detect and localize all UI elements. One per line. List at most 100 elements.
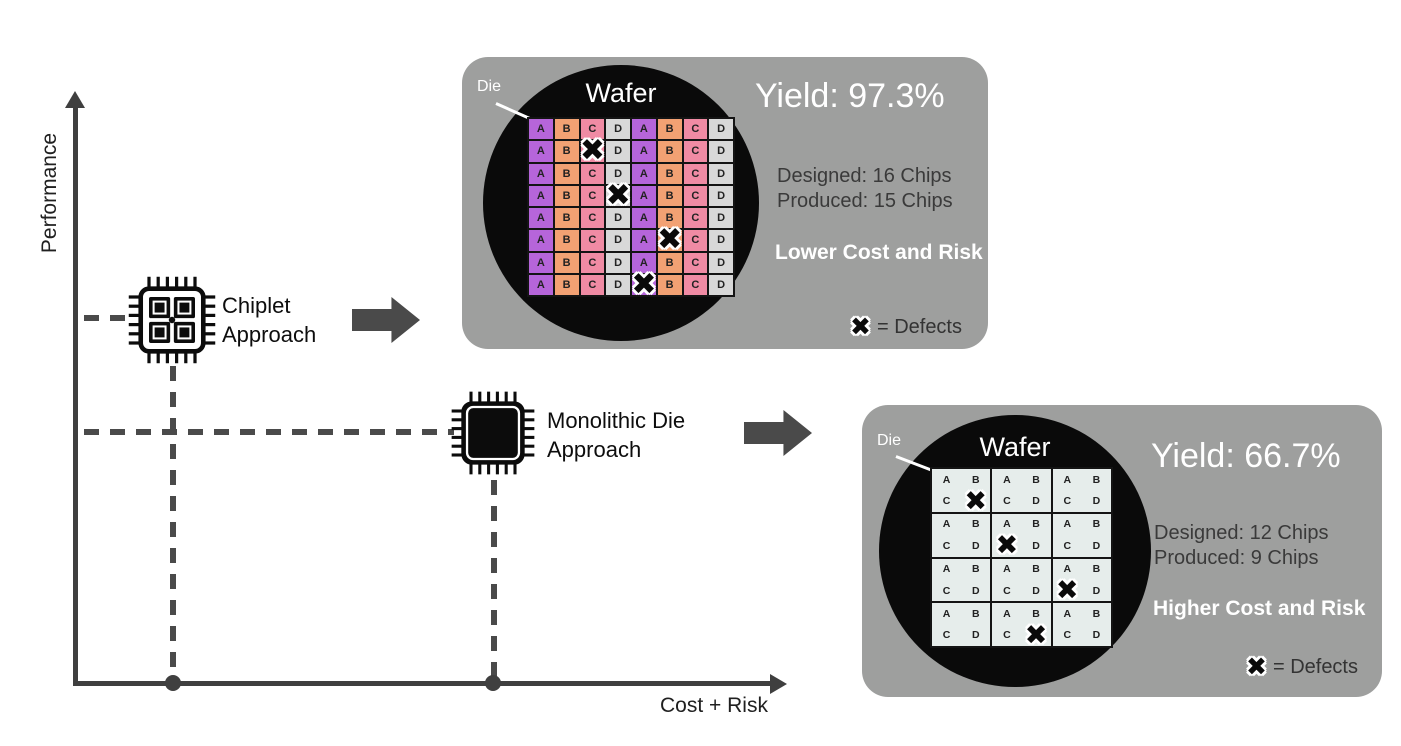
die-letter: B — [665, 278, 674, 291]
chip-quadrant-label: B — [1032, 563, 1040, 576]
die-cell: A — [528, 162, 554, 185]
chip-quadrant-label: A — [1003, 607, 1011, 620]
die-cell: B — [553, 140, 580, 163]
die-letter: C — [691, 234, 700, 247]
chip-quadrant-label: A — [1003, 473, 1011, 486]
die-letter: B — [665, 212, 674, 225]
chiplet-produced-text: Produced: 15 Chips — [777, 190, 953, 212]
die-cell: B — [656, 207, 683, 230]
die-letter: A — [639, 145, 648, 158]
chiplet-wafer-title: Wafer — [585, 78, 657, 108]
die-cell: C — [579, 207, 606, 230]
x-axis-label: Cost + Risk — [660, 694, 768, 717]
monolithic-defects-legend: ✖ = Defects — [1246, 655, 1358, 680]
die-letter: B — [665, 145, 674, 158]
die-cell: C — [682, 207, 709, 230]
die-letter: C — [691, 189, 700, 202]
die-cell: D — [708, 118, 734, 141]
chiplet-die-label: Die — [477, 78, 502, 95]
die-cell: D — [605, 273, 631, 296]
die-letter: C — [588, 123, 597, 136]
die-letter: A — [639, 212, 648, 225]
die-letter: B — [562, 234, 571, 247]
monolithic-cost-dash — [491, 480, 497, 678]
die-letter: A — [536, 123, 545, 136]
die-cell: D — [605, 162, 631, 185]
chip-quadrant-label: D — [1032, 539, 1040, 552]
die-cell: C — [579, 251, 606, 274]
die-cell: D — [605, 140, 631, 163]
die-cell: A — [528, 118, 554, 141]
die-cell: A — [631, 140, 657, 163]
die-letter: C — [588, 256, 597, 269]
monolithic-designed-text: Designed: 12 Chips — [1154, 522, 1329, 544]
chiplet-note-text: Lower Cost and Risk — [775, 241, 983, 264]
chip-quadrant-label: D — [1032, 495, 1040, 508]
chip-quadrant-label: B — [971, 473, 980, 486]
die-letter: A — [639, 167, 648, 180]
die-cell: A — [631, 118, 657, 141]
die-letter: D — [717, 234, 726, 247]
chiplet-cost-dash — [170, 366, 176, 678]
die-cell: D — [708, 184, 734, 207]
chip-quadrant-label: C — [942, 495, 951, 508]
chiplet-performance-dash — [84, 315, 132, 321]
die-letter: C — [588, 189, 597, 202]
die-letter: B — [562, 123, 571, 136]
chip-quadrant-label: A — [1003, 563, 1011, 576]
die-letter: D — [614, 145, 623, 158]
chip-quadrant-label: D — [1032, 584, 1040, 597]
chiplet-axis-dot — [165, 675, 181, 691]
die-cell: C — [579, 162, 606, 185]
monolithic-approach-label-line1: Monolithic Die — [547, 408, 686, 433]
chip-quadrant-label: A — [942, 607, 951, 620]
defect-mark: ✖ — [995, 530, 1019, 561]
die-cell: A — [528, 229, 554, 252]
die-letter: C — [588, 278, 597, 291]
die-letter: B — [665, 189, 674, 202]
defect-mark: ✖ — [631, 267, 657, 301]
die-letter: D — [717, 189, 726, 202]
monolithic-wafer-title: Wafer — [979, 432, 1051, 462]
die-letter: D — [614, 167, 623, 180]
die-letter: D — [614, 234, 623, 247]
die-letter: A — [639, 189, 648, 202]
chip-quadrant-label: B — [1092, 518, 1101, 531]
die-letter: B — [562, 167, 571, 180]
chip-quadrant-label: B — [1092, 563, 1101, 576]
die-letter: B — [562, 212, 571, 225]
chip-quadrant-label: C — [942, 629, 951, 642]
die-letter: B — [665, 123, 674, 136]
chip-quadrant-label: ✖ — [992, 530, 1021, 561]
defect-mark: ✖ — [1055, 575, 1079, 606]
chip-quadrant-label: D — [1092, 629, 1101, 642]
die-letter: B — [562, 145, 571, 158]
die-cell: D — [708, 251, 734, 274]
die-letter: A — [536, 189, 545, 202]
monolithic-chip-icon — [449, 389, 537, 477]
die-letter: D — [717, 167, 726, 180]
die-cell: A — [631, 207, 657, 230]
chip-quadrant-label: B — [1092, 607, 1101, 620]
chiplet-chip-icon — [126, 274, 218, 366]
monolithic-performance-dash — [84, 429, 454, 435]
chip-quadrant-label: A — [1003, 518, 1011, 531]
chip-quadrant-label: B — [1032, 518, 1040, 531]
defect-mark: ✖ — [1024, 619, 1048, 650]
die-letter: D — [614, 212, 623, 225]
die-cell: B — [553, 207, 580, 230]
die-cell: B — [656, 118, 683, 141]
monolithic-defects-legend-text: = Defects — [1272, 656, 1358, 678]
chip-quadrant-label: D — [1092, 539, 1101, 552]
chip-quadrant-label: A — [942, 563, 951, 576]
die-cell: C — [682, 184, 709, 207]
die-cell: C — [682, 162, 709, 185]
x-axis-arrowhead-icon — [770, 673, 787, 694]
